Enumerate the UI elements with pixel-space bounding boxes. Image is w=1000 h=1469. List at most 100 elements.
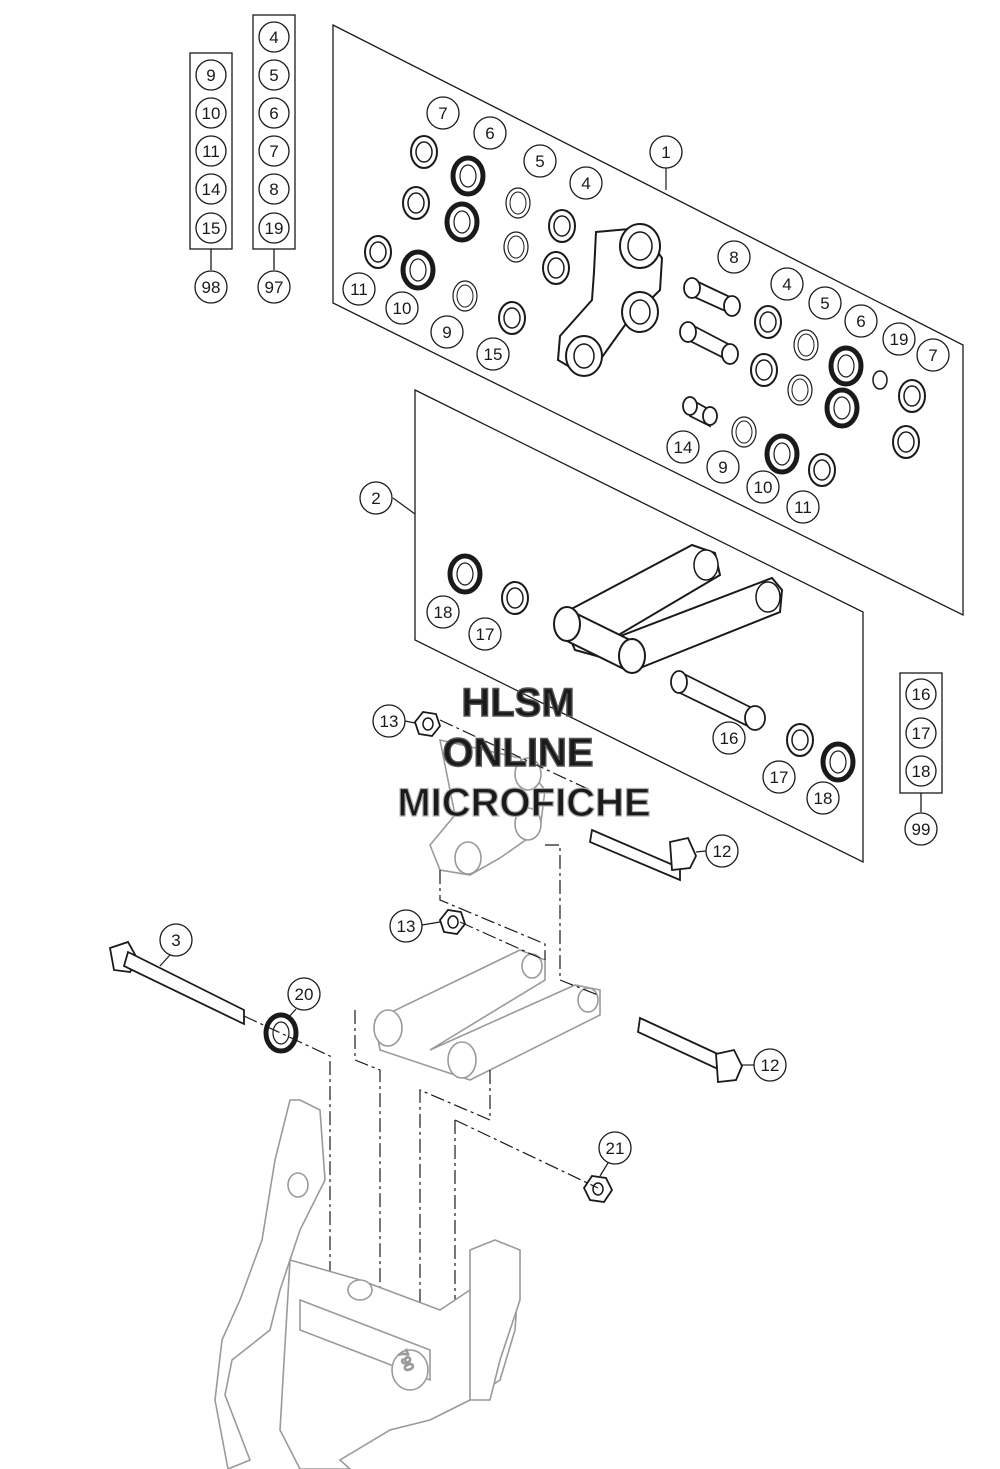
callout[interactable]: 13 [389, 909, 423, 943]
kit-97-item[interactable]: 19 [258, 212, 290, 244]
callout[interactable]: 5 [523, 144, 557, 178]
callout[interactable]: 16 [712, 721, 746, 755]
long-bolt-icon [108, 940, 245, 1026]
callout[interactable]: 9 [706, 450, 740, 484]
callout[interactable]: 4 [569, 166, 603, 200]
svg-text:97: 97 [265, 278, 284, 297]
kit-97-item[interactable]: 6 [258, 97, 290, 129]
svg-text:6: 6 [856, 312, 865, 331]
callout[interactable]: 10 [385, 291, 419, 325]
svg-text:18: 18 [814, 789, 833, 808]
svg-text:6: 6 [485, 124, 494, 143]
seal-ring-icon [767, 436, 797, 472]
callout[interactable]: 8 [717, 240, 751, 274]
seal-ring-icon [808, 453, 836, 487]
callout[interactable]: 18 [806, 781, 840, 815]
svg-text:12: 12 [713, 842, 732, 861]
nut-icon [413, 711, 442, 737]
bushing-icon [786, 723, 814, 757]
callout[interactable]: 11 [786, 490, 820, 524]
callout[interactable]: 14 [666, 430, 700, 464]
rocker-assembly-faded [429, 738, 546, 876]
callout[interactable]: 11 [342, 272, 376, 306]
callout[interactable]: 6 [844, 304, 878, 338]
svg-text:17: 17 [476, 625, 495, 644]
kit-97-label[interactable]: 97 [257, 270, 291, 304]
kit-98-label[interactable]: 98 [194, 270, 228, 304]
callout[interactable]: 17 [762, 760, 796, 794]
washer-icon [505, 187, 531, 219]
kit-98-item[interactable]: 15 [195, 212, 227, 244]
frame-bracket-faded: 790 [214, 1099, 521, 1469]
callout[interactable]: 12 [705, 834, 739, 868]
kit-99-item[interactable]: 17 [905, 717, 937, 749]
washer-icon [787, 374, 813, 406]
callout-3[interactable]: 3 [159, 923, 193, 957]
svg-text:8: 8 [269, 180, 278, 199]
callout[interactable]: 19 [882, 322, 916, 356]
svg-text:11: 11 [202, 142, 220, 161]
callout[interactable]: 13 [372, 704, 406, 738]
callout[interactable]: 12 [753, 1048, 787, 1082]
kit-99-item[interactable]: 18 [905, 755, 937, 787]
svg-text:9: 9 [718, 458, 727, 477]
svg-text:4: 4 [782, 275, 791, 294]
seal-ring-icon [823, 744, 853, 780]
svg-text:10: 10 [393, 299, 412, 318]
circlip-icon [872, 370, 888, 390]
kit-98-item[interactable]: 10 [195, 97, 227, 129]
bushing-icon [750, 353, 778, 387]
svg-text:2: 2 [371, 489, 380, 508]
svg-text:9: 9 [442, 323, 451, 342]
kit-97-item[interactable]: 7 [258, 135, 290, 167]
callout-2[interactable]: 2 [359, 481, 393, 515]
bolt-icon [637, 1016, 743, 1083]
callout[interactable]: 7 [426, 96, 460, 130]
svg-text:12: 12 [761, 1056, 780, 1075]
pull-rod-icon [553, 543, 784, 674]
kit-99: 16 17 18 99 [899, 672, 943, 846]
sleeve-icon [683, 277, 741, 317]
callout[interactable]: 5 [808, 286, 842, 320]
callout[interactable]: 4 [770, 267, 804, 301]
kit-97-item[interactable]: 5 [258, 59, 290, 91]
kit-98-item[interactable]: 9 [195, 59, 227, 91]
callout[interactable]: 10 [746, 470, 780, 504]
callout[interactable]: 6 [473, 116, 507, 150]
callout[interactable]: 9 [430, 315, 464, 349]
kit-97-item[interactable]: 4 [258, 21, 290, 53]
callout-21[interactable]: 21 [598, 1131, 632, 1165]
callout[interactable]: 17 [468, 617, 502, 651]
svg-text:10: 10 [754, 478, 773, 497]
svg-text:15: 15 [484, 345, 503, 364]
svg-text:5: 5 [820, 294, 829, 313]
group-1-callouts: 7 6 5 4 11 10 9 15 8 4 5 6 19 7 14 9 10 … [342, 96, 950, 524]
svg-text:11: 11 [350, 280, 368, 299]
washer-icon [731, 416, 757, 448]
callout[interactable]: 18 [426, 595, 460, 629]
kit-99-label[interactable]: 99 [904, 812, 938, 846]
kit-99-item[interactable]: 16 [905, 678, 937, 710]
svg-text:17: 17 [770, 768, 789, 787]
svg-text:4: 4 [581, 174, 590, 193]
bushing-icon [498, 301, 526, 335]
callout[interactable]: 15 [476, 337, 510, 371]
svg-text:19: 19 [890, 330, 909, 349]
needle-bearing-icon [410, 135, 438, 169]
kit-98-item[interactable]: 11 [195, 135, 227, 167]
svg-text:13: 13 [380, 712, 399, 731]
svg-text:8: 8 [729, 248, 738, 267]
kit-98-item[interactable]: 14 [195, 173, 227, 205]
svg-text:MICROFICHE: MICROFICHE [397, 781, 650, 825]
kit-97-item[interactable]: 8 [258, 173, 290, 205]
callout-20[interactable]: 20 [287, 977, 321, 1011]
callout-1[interactable]: 1 [649, 135, 683, 169]
sleeve-icon [679, 321, 739, 365]
callout[interactable]: 7 [916, 338, 950, 372]
svg-text:5: 5 [535, 152, 544, 171]
svg-text:ONLINE: ONLINE [442, 731, 593, 775]
kit-97: 4 5 6 7 8 19 97 [252, 14, 296, 304]
svg-text:6: 6 [269, 104, 278, 123]
hardware-callouts: 13 12 13 12 3 20 21 [159, 704, 787, 1177]
